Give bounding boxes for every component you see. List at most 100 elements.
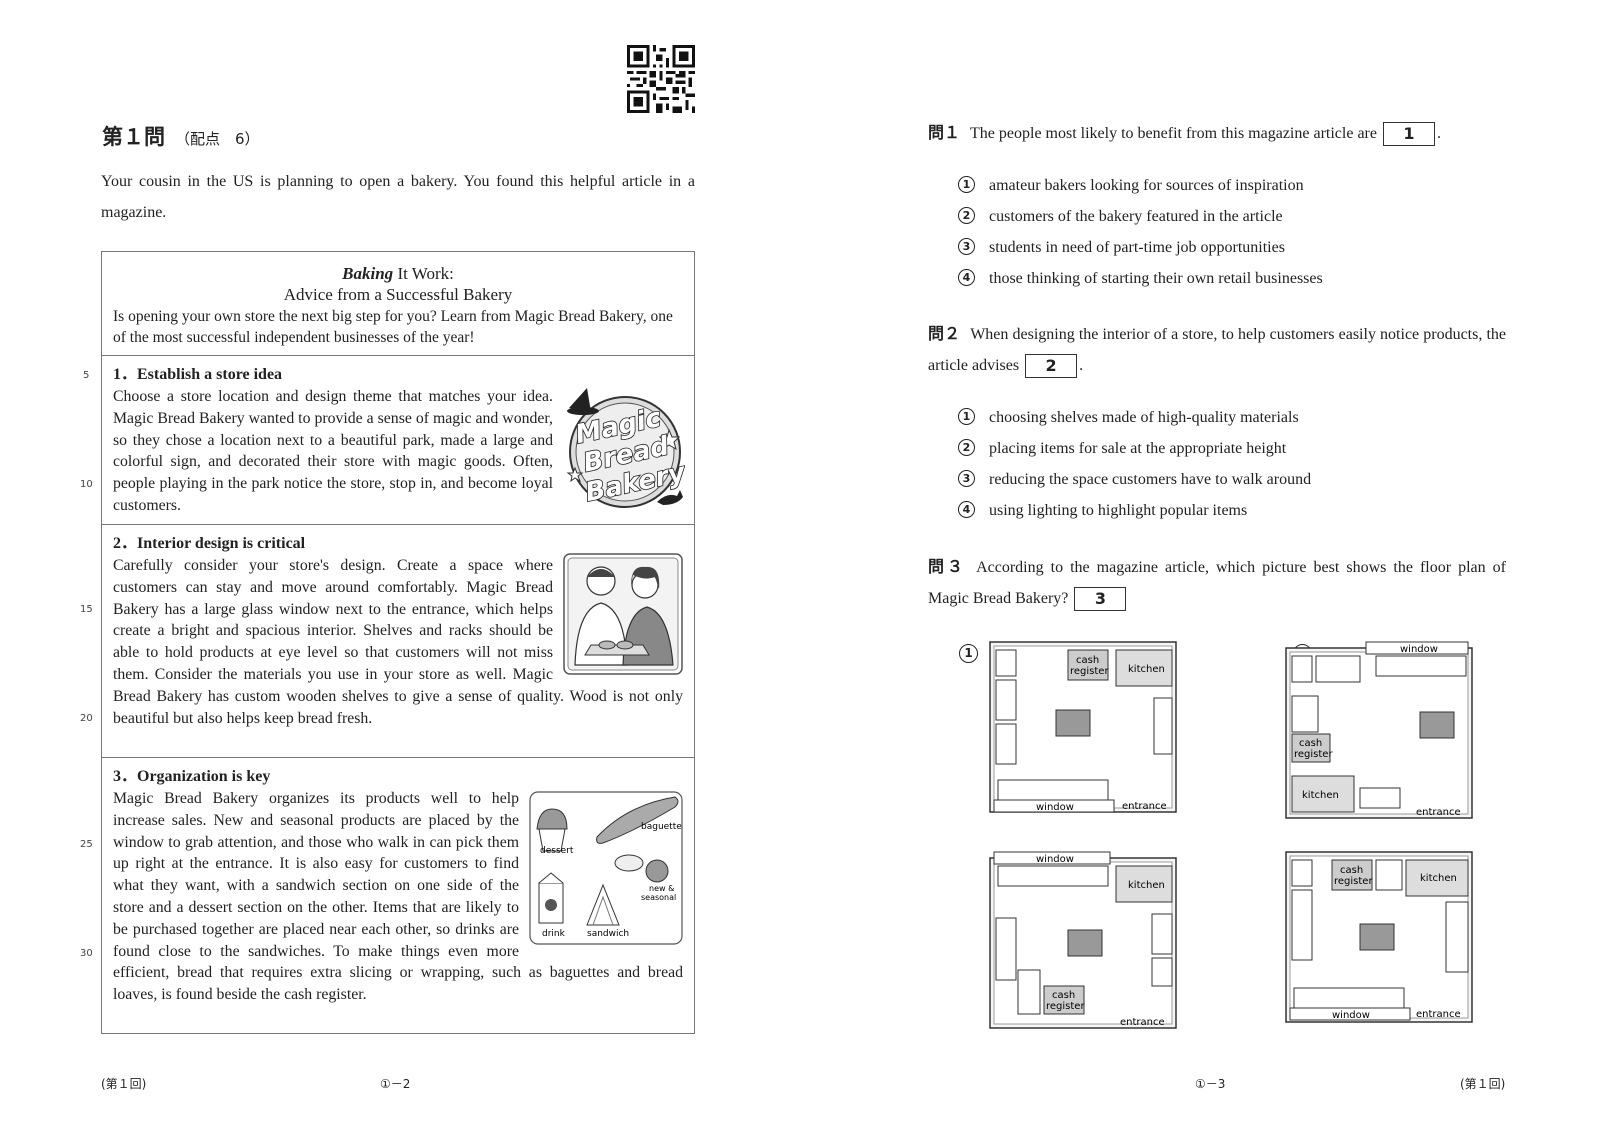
register-label: register xyxy=(1334,876,1373,887)
dessert-shelf xyxy=(1359,787,1401,809)
dessert-icon xyxy=(536,808,568,852)
line-number: 10 xyxy=(80,479,93,490)
drink-shelf xyxy=(1291,859,1313,887)
window-label: window xyxy=(1332,1010,1370,1021)
baguette-shelf xyxy=(995,723,1017,765)
section-number: 第１問 xyxy=(102,125,165,149)
article-title-italic: Baking xyxy=(342,264,394,283)
drink-shelf xyxy=(995,649,1017,677)
section-body: Magic Bread Bakery organizes its product… xyxy=(113,790,683,1004)
customers-illustration xyxy=(563,553,683,675)
table xyxy=(1055,709,1091,737)
drink-shelf xyxy=(1151,957,1173,987)
new-items-shelf xyxy=(997,865,1109,887)
option-mark: 3 xyxy=(958,469,975,487)
sandwich-shelf xyxy=(1151,913,1173,955)
answer-box[interactable]: 3 xyxy=(1074,587,1127,612)
option[interactable]: 2 customers of the bakery featured in the… xyxy=(958,201,1323,232)
option-text: choosing shelves made of high-quality ma… xyxy=(989,409,1299,426)
new-items-shelf xyxy=(1375,655,1467,677)
new-items-shelf xyxy=(1293,987,1405,1009)
footer-edition: (第１回) xyxy=(1460,1077,1506,1091)
option[interactable]: 1 choosing shelves made of high-quality m… xyxy=(958,402,1311,433)
kitchen xyxy=(1405,859,1469,897)
article-title: Baking It Work: Advice from a Successful… xyxy=(102,252,694,305)
option-text: amateur bakers looking for sources of in… xyxy=(989,177,1304,194)
line-number: 20 xyxy=(80,713,93,724)
section-title: 第１問 （配点 6） xyxy=(102,121,260,151)
kitchen-label: kitchen xyxy=(1128,664,1165,675)
register-label: register xyxy=(1070,666,1109,677)
option-text: placing items for sale at the appropriat… xyxy=(989,440,1287,457)
entrance-label: entrance xyxy=(1120,1017,1165,1028)
article-title-rest: It Work: xyxy=(393,264,454,283)
entrance-label: entrance xyxy=(1122,801,1167,812)
magic-bread-bakery-logo: Magic Bread Bakery xyxy=(566,388,685,509)
floor-plan-4[interactable]: cash register kitchen window entrance xyxy=(1284,850,1484,1035)
option-text: students in need of part-time job opport… xyxy=(989,239,1285,256)
cash-register xyxy=(1291,733,1331,763)
option[interactable]: 3 students in need of part-time job oppor… xyxy=(958,232,1323,263)
table xyxy=(1067,929,1103,957)
section-heading: 3．Organization is key xyxy=(113,768,271,785)
kitchen xyxy=(1115,649,1173,687)
window-label: window xyxy=(1036,802,1074,813)
article-subtitle: Advice from a Successful Bakery xyxy=(283,285,513,304)
option-text: customers of the bakery featured in the … xyxy=(989,208,1283,225)
article-section-1: 1．Establish a store idea Magic Bread Bak… xyxy=(102,356,694,525)
article-lead: Is opening your own store the next big s… xyxy=(113,308,673,346)
option-mark: 4 xyxy=(958,500,975,518)
question-text: The people most likely to benefit from t… xyxy=(970,125,1377,142)
article-section-3: 3．Organization is key dessert baguette n… xyxy=(102,758,694,1036)
question-punct: . xyxy=(1436,125,1441,142)
floor-plan-2[interactable]: window cash register kitchen entrance xyxy=(1284,640,1484,825)
entrance-label: entrance xyxy=(1416,1009,1461,1020)
floor-plan-3[interactable]: window kitchen cash register entrance xyxy=(988,850,1188,1035)
products-illustration: dessert baguette new & seasonal drink sa… xyxy=(529,791,683,945)
baguette-label: baguette xyxy=(641,822,682,832)
option-mark: 2 xyxy=(958,206,975,224)
option[interactable]: 2 placing items for sale at the appropria… xyxy=(958,433,1311,464)
new-label: new & xyxy=(649,884,674,893)
answer-box[interactable]: 2 xyxy=(1025,354,1078,379)
line-number: 15 xyxy=(80,604,93,615)
answer-box[interactable]: 1 xyxy=(1382,122,1435,147)
kitchen-label: kitchen xyxy=(1420,873,1457,884)
table xyxy=(1419,711,1455,739)
window-label: window xyxy=(1036,854,1074,865)
section-points: （配点 6） xyxy=(175,130,260,148)
baguette-shelf xyxy=(1017,969,1041,1015)
floor-plan-1[interactable]: cash register kitchen window entrance xyxy=(988,640,1188,820)
cash-label: cash xyxy=(1076,655,1099,666)
kitchen xyxy=(1291,775,1355,813)
section-body: Choose a store location and design theme… xyxy=(113,388,553,514)
cash-register xyxy=(1067,649,1109,681)
question-2-options: 1 choosing shelves made of high-quality m… xyxy=(958,402,1311,526)
option-mark: 2 xyxy=(958,438,975,456)
witch-hat-icon xyxy=(569,388,591,412)
section-heading: 2．Interior design is critical xyxy=(113,535,306,552)
bread-icon xyxy=(614,854,669,883)
table xyxy=(1359,923,1395,951)
question-text: When designing the interior of a store, … xyxy=(928,326,1506,374)
magazine-article: Baking It Work: Advice from a Successful… xyxy=(101,251,695,1034)
line-number: 25 xyxy=(80,839,93,850)
kitchen-label: kitchen xyxy=(1302,790,1339,801)
window xyxy=(993,799,1115,813)
line-number: 30 xyxy=(80,948,93,959)
star-icon xyxy=(658,428,681,451)
dessert-shelf xyxy=(1445,901,1469,973)
section-heading: 1．Establish a store idea xyxy=(113,366,283,383)
kitchen xyxy=(1115,865,1173,903)
sandwich-shelf xyxy=(1291,889,1313,961)
option-mark: 1 xyxy=(958,407,975,425)
new-items-shelf xyxy=(997,779,1109,801)
floor-plan-mark[interactable]: 1 xyxy=(959,644,978,663)
option-mark: 3 xyxy=(958,237,975,255)
